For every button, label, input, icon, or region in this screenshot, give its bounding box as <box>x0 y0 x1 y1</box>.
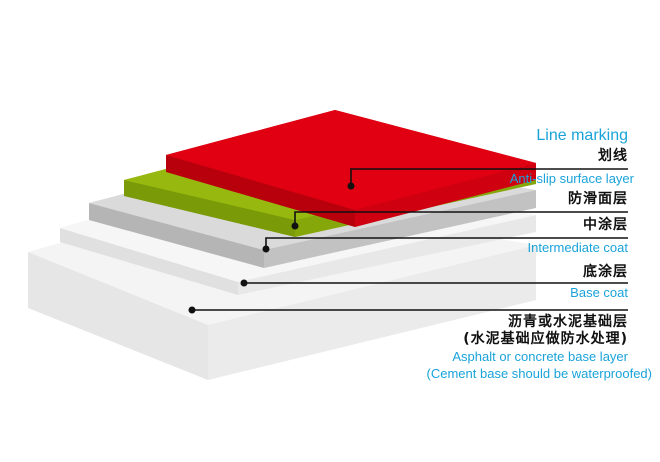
label-base-coat-cn: 底涂层 <box>583 264 628 280</box>
leader-intermediate <box>265 237 628 246</box>
leader-lines <box>192 168 628 311</box>
label-substrate-en: Asphalt or concrete base layer <box>452 349 628 364</box>
label-base-coat-en: Base coat <box>570 285 628 300</box>
label-intermediate-en: Intermediate coat <box>527 240 628 255</box>
label-anti-slip-cn: 防滑面层 <box>568 191 628 207</box>
leader-line-marking <box>350 168 628 186</box>
leader-anti-slip <box>294 211 628 223</box>
label-anti-slip-en: Anti-slip surface layer <box>509 171 634 186</box>
label-substrate-cn-note: (水泥基础应做防水处理) <box>463 331 628 347</box>
label-intermediate-cn: 中涂层 <box>583 217 628 233</box>
line-marking-layer <box>166 110 536 227</box>
label-line-marking-en: Line marking <box>536 127 628 144</box>
label-substrate-en-note: (Cement base should be waterproofed) <box>426 366 652 381</box>
leader-dots <box>188 182 355 314</box>
label-substrate-cn: 沥青或水泥基础层 <box>508 314 628 330</box>
label-line-marking-cn: 划线 <box>598 148 628 164</box>
